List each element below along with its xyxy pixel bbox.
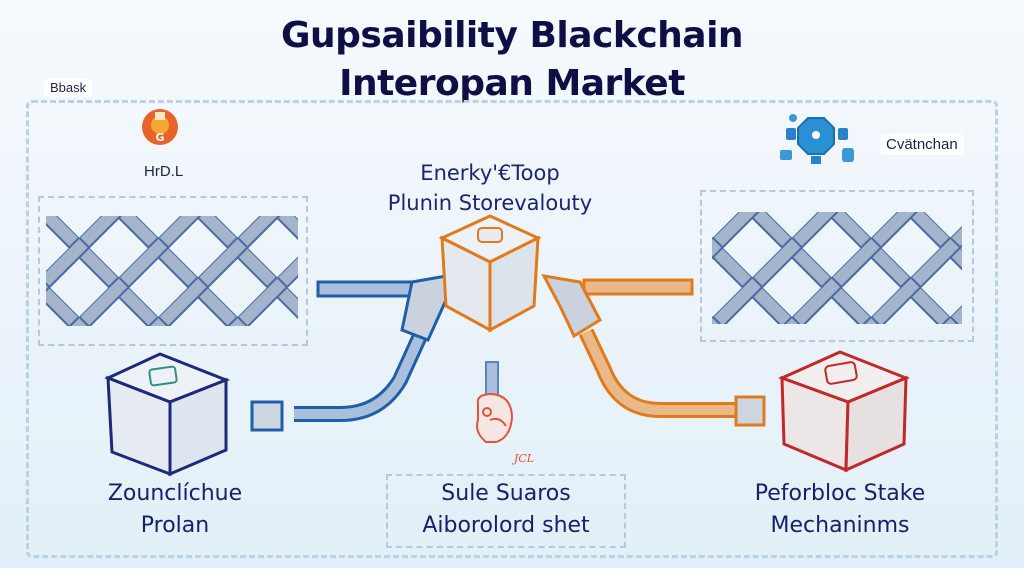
title-line-1: Gupsaibility Blackchain	[280, 15, 744, 56]
center-node-label-line-1: Enerky'€Toop	[420, 161, 560, 185]
bottom-right-node-label-line-1: Peforbloc Stake	[754, 481, 926, 506]
top-left-tag: Bbask	[44, 78, 93, 97]
blue-network-cluster-icon	[780, 114, 854, 164]
right-lattice-icon	[712, 212, 962, 324]
bottom-center-node-label-line-1: Sule Suaros	[441, 481, 571, 506]
right-badge-label: Cvätnchan	[880, 134, 964, 155]
red-cube-icon	[778, 350, 911, 473]
blue-connector	[250, 274, 448, 432]
title-line-2: Interopan Market	[339, 63, 685, 104]
orange-connector	[541, 274, 766, 427]
orange-cube-hub-icon	[438, 214, 542, 333]
bottom-left-node-label: Zounclíchue Prolan	[60, 478, 290, 542]
left-badge-label: HrD.L	[144, 163, 184, 180]
red-helmet-icon: JCL	[476, 392, 534, 465]
bottom-strip	[0, 568, 1024, 576]
bottom-center-frame	[386, 474, 626, 548]
badge-glyph: G	[155, 131, 164, 144]
orange-coin-badge-icon: G	[142, 109, 178, 145]
diagram-frame	[26, 100, 998, 558]
navy-cube-icon	[104, 352, 231, 477]
bottom-left-node-label-line-1: Zounclíchue	[107, 481, 243, 506]
bottom-right-node-label-line-2: Mechaninms	[770, 513, 910, 538]
bottom-center-node-label-line-2: Aiborolord shet	[422, 513, 590, 538]
bottom-left-node-label-line-2: Prolan	[140, 513, 210, 538]
center-node-label-line-2: Plunin Storevalouty	[387, 191, 593, 215]
right-lattice-frame	[700, 190, 974, 342]
bottom-right-node-label: Peforbloc Stake Mechaninms	[710, 478, 970, 542]
helmet-caption: JCL	[512, 452, 534, 465]
bottom-center-node-label: Sule Suaros Aiborolord shet	[386, 478, 626, 542]
left-lattice-frame	[38, 196, 308, 346]
center-node-label: Enerky'€Toop Plunin Storevalouty	[330, 158, 650, 218]
left-lattice-icon	[46, 216, 298, 326]
